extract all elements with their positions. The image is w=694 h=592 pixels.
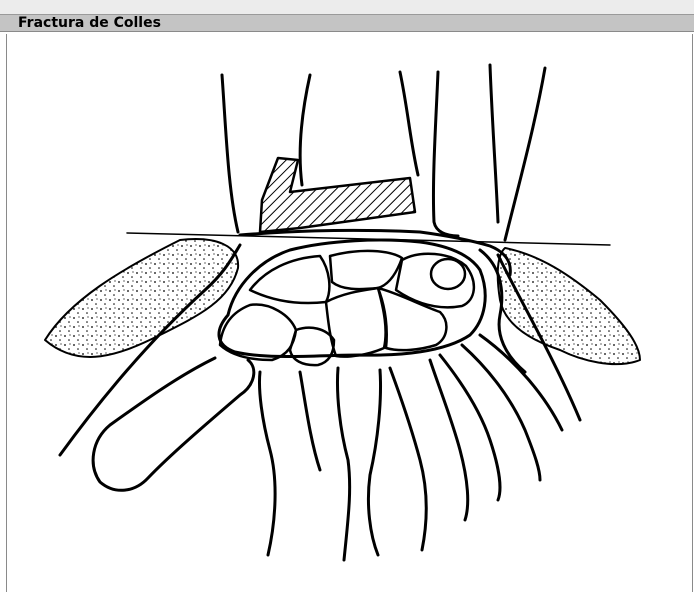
pisiform bbox=[431, 259, 465, 289]
radius-left-contour bbox=[222, 75, 238, 232]
metacarpal-5-inner bbox=[462, 345, 540, 480]
metacarpal-4 bbox=[390, 368, 426, 550]
metacarpal-3-inner bbox=[368, 370, 380, 555]
hatched-fragment bbox=[260, 158, 415, 232]
metacarpal-2 bbox=[259, 372, 275, 555]
metacarpal-3 bbox=[337, 368, 349, 560]
radius-inner-contour bbox=[300, 75, 310, 185]
ulna-right-contour bbox=[505, 68, 545, 240]
metacarpal-2-inner bbox=[300, 372, 320, 470]
capitate bbox=[326, 288, 386, 357]
ulna-left-contour bbox=[433, 72, 458, 236]
lunate bbox=[330, 251, 402, 289]
trapezium bbox=[220, 305, 296, 360]
metacarpal-5-outer bbox=[480, 335, 562, 430]
carpal-outline bbox=[219, 240, 485, 356]
left-soft-tissue bbox=[45, 239, 238, 357]
thumb-metacarpal bbox=[93, 358, 254, 490]
right-soft-tissue bbox=[498, 248, 640, 364]
radius-right-contour bbox=[400, 72, 418, 175]
hamate bbox=[378, 288, 446, 350]
ulna-inner-contour bbox=[490, 65, 498, 222]
